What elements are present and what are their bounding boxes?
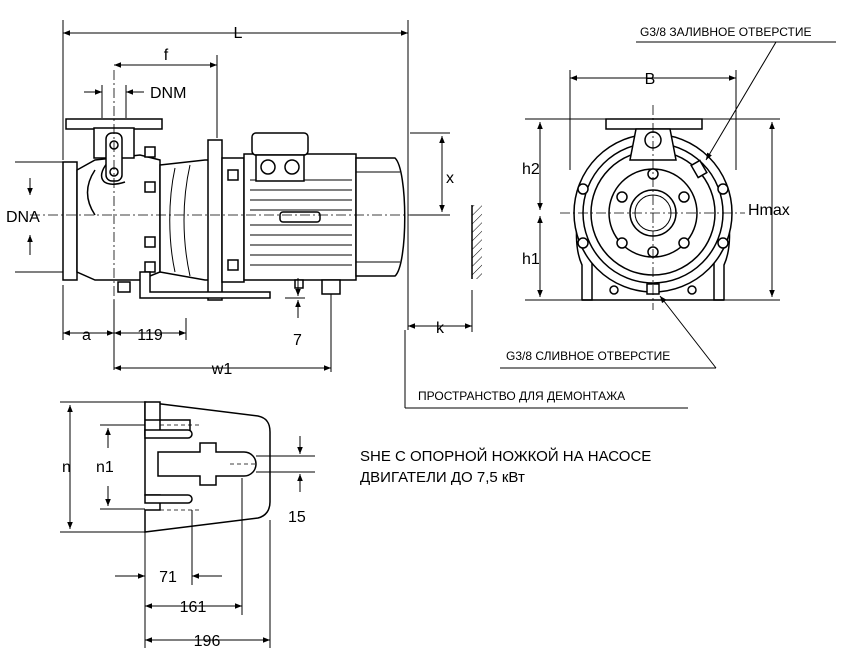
motor	[243, 132, 406, 295]
caption-line-2: ДВИГАТЕЛИ ДО 7,5 кВт	[360, 469, 525, 486]
label-removal-space: ПРОСТРАНСТВО ДЛЯ ДЕМОНТАЖА	[418, 389, 625, 403]
dim-196: 196	[194, 633, 221, 650]
dim-h2: h2	[522, 161, 540, 178]
dim-B: B	[645, 71, 656, 88]
dim-71: 71	[159, 569, 177, 586]
foot-detail: n n1 15 71 161 196	[60, 401, 315, 650]
side-view: L f DNM DNA x a 119 7	[6, 20, 688, 409]
dim-k: k	[436, 320, 445, 337]
dim-x: x	[446, 170, 454, 187]
removal-wall	[471, 205, 482, 279]
caption-line-1: SHE С ОПОРНОЙ НОЖКОЙ НА НАСОСЕ	[360, 447, 651, 465]
label-drain-hole: G3/8 СЛИВНОЕ ОТВЕРСТИЕ	[506, 349, 670, 363]
dim-n: n	[62, 459, 71, 476]
dim-119: 119	[137, 327, 163, 344]
dim-15: 15	[288, 509, 306, 526]
caption: SHE С ОПОРНОЙ НОЖКОЙ НА НАСОСЕ ДВИГАТЕЛИ…	[360, 447, 651, 486]
dim-f: f	[164, 47, 169, 64]
pump-body	[62, 118, 245, 301]
dim-DNM: DNM	[150, 85, 186, 102]
motor-fins	[250, 179, 352, 266]
body-bolts	[117, 146, 156, 293]
dim-h1: h1	[522, 251, 540, 268]
dim-161: 161	[180, 599, 207, 616]
dim-Hmax: Hmax	[748, 202, 790, 219]
label-fill-hole: G3/8 ЗАЛИВНОЕ ОТВЕРСТИЕ	[640, 25, 811, 39]
dim-w1: w1	[211, 361, 233, 378]
dim-L: L	[234, 25, 243, 42]
dim-a: a	[82, 327, 91, 344]
dim-7: 7	[293, 332, 302, 349]
dim-n1: n1	[96, 459, 114, 476]
dim-DNA: DNA	[6, 209, 40, 226]
front-view: B h2 h1 Hmax G3/8 ЗАЛИВНОЕ ОТВЕРСТИЕ G3/…	[500, 25, 836, 369]
support-foot	[139, 271, 271, 299]
